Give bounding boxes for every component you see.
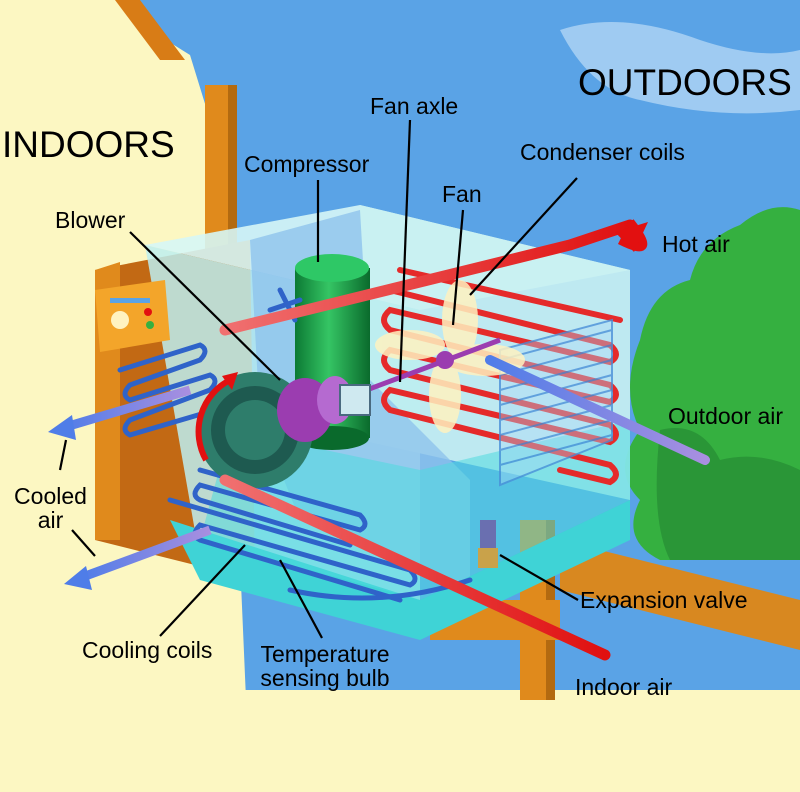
cooled-air-arrow-top [60,385,192,433]
water-tray [170,500,630,640]
indoor-air-arrow [219,474,611,661]
blower-label: Blower [55,207,126,233]
expansion-valve-graphic [478,520,498,568]
cooled-air-arrow-bottom [78,525,212,583]
fan-label: Fan [442,181,482,207]
condenser-coils-label: Condenser coils [520,139,685,165]
outdoor-air-label: Outdoor air [668,403,784,429]
temperature-bulb-label: Temperature sensing bulb [250,642,400,690]
floor-area [0,690,800,792]
fan-axle-label: Fan axle [370,93,459,119]
indoor-air-label: Indoor air [575,674,673,700]
cooled-air-line-2: air [37,507,64,534]
floor-ledge [560,540,800,650]
clouds [560,22,800,114]
blower-graphic [195,372,371,488]
tree-shade [656,428,800,560]
hot-air-arrow [219,219,636,336]
outdoors-label: OUTDOORS [578,62,792,103]
expansion-valve-label: Expansion valve [580,587,748,613]
roof-beam [115,0,185,60]
temperature-bulb-line-1: Temperature [260,641,390,667]
leader-lines [58,119,579,639]
outdoor-air-arrow [485,355,710,465]
control-panel-graphic [95,280,170,352]
indoors-label: INDOORS [2,124,175,165]
temperature-bulb-line-2: sensing bulb [260,665,390,692]
cooled-air-label: Cooled air [8,484,93,532]
compressor-label: Compressor [244,151,370,177]
cooled-air-line-1: Cooled [14,483,87,509]
hot-air-label: Hot air [662,231,730,257]
cooling-coils-label: Cooling coils [82,637,213,663]
